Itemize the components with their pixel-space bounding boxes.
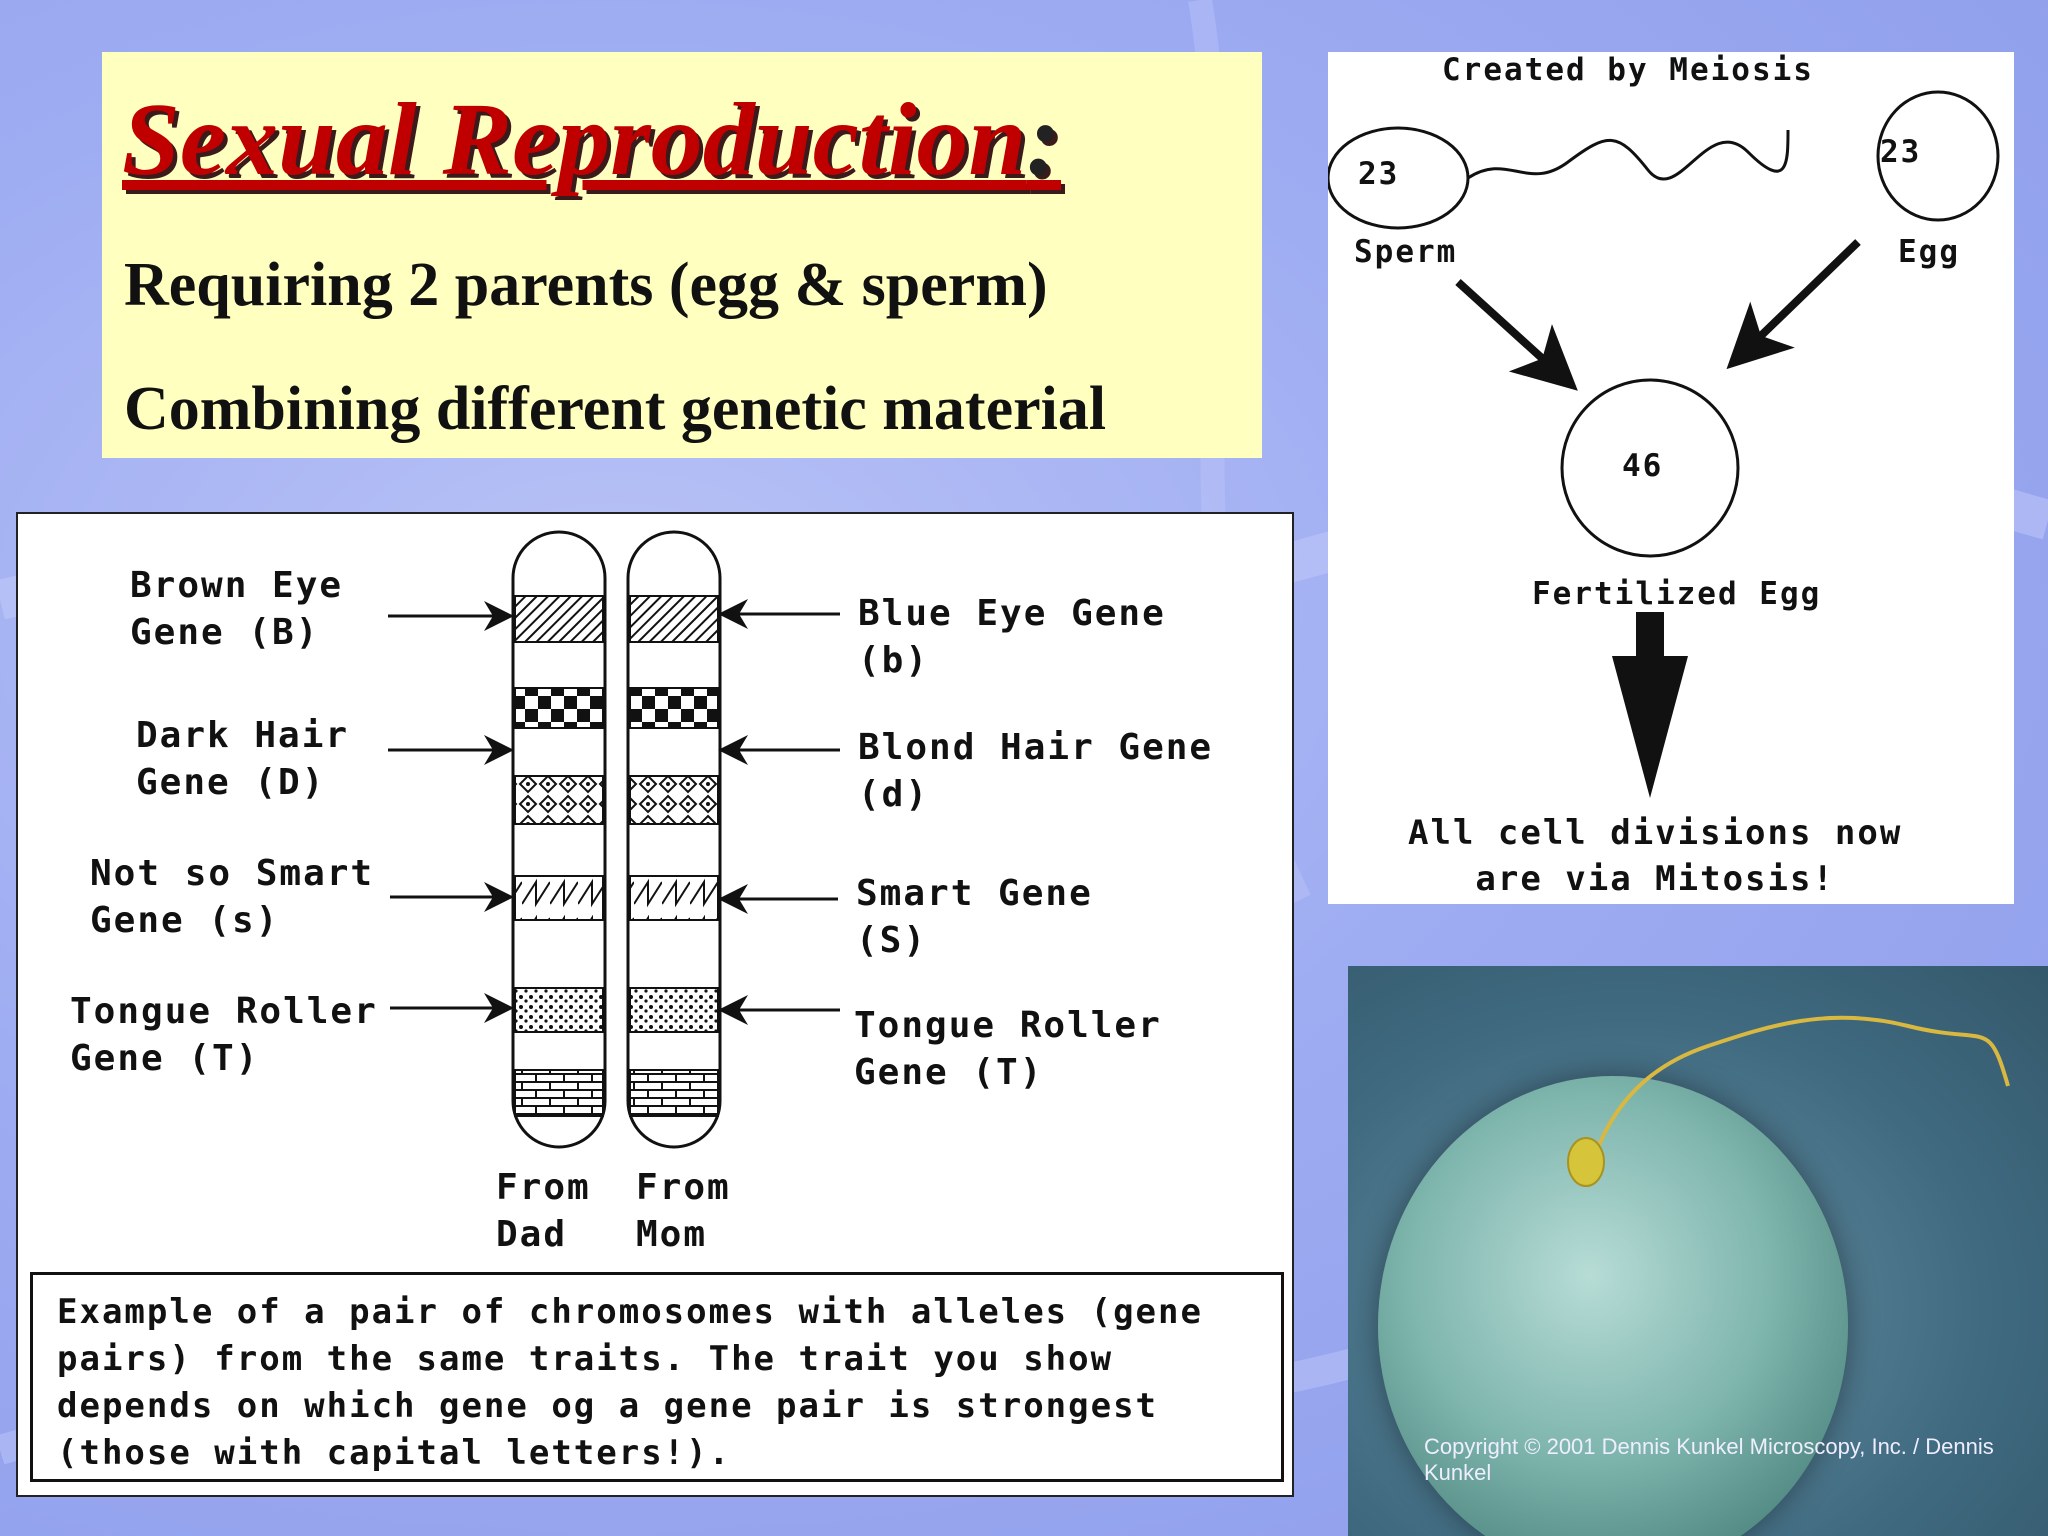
zygote-number: 46 <box>1622 448 1664 484</box>
meiosis-diagram <box>1328 90 2000 798</box>
egg-cell-photo <box>1378 1076 1848 1536</box>
egg-label: Egg <box>1898 234 1960 270</box>
bullet-two-parents: Requiring 2 parents (egg & sperm) <box>124 251 1048 319</box>
bullet-genetic-material: Combining different genetic material <box>124 375 1107 443</box>
mitosis-arrow-head <box>1612 656 1688 798</box>
left-arrows <box>388 601 514 1023</box>
slide-title-text: Sexual Reproduction <box>122 82 1027 197</box>
right-arrows <box>718 599 840 1025</box>
gene-label-not-so-smart: Not so Smart Gene (s) <box>90 853 375 941</box>
gene-label-tongue-roller-mom: Tongue Roller Gene (T) <box>854 1005 1162 1093</box>
sperm-label: Sperm <box>1354 234 1458 270</box>
gene-label-dark-hair: Dark Hair Gene (D) <box>136 715 350 803</box>
gene-label-brown-eye: Brown Eye Gene (B) <box>130 565 344 653</box>
meiosis-diagram-panel: Created by Meiosis 23 23 Sperm Egg 46 Fe… <box>1328 52 2014 904</box>
egg-number: 23 <box>1880 134 1922 170</box>
photo-copyright: Copyright © 2001 Dennis Kunkel Microscop… <box>1424 1434 1994 1485</box>
slide-title: Sexual Reproduction: <box>122 80 1061 199</box>
gene-label-blue-eye: Blue Eye Gene (b) <box>858 593 1166 681</box>
chromosome-diagram-panel: Brown Eye Gene (B) Dark Hair Gene (D) No… <box>16 512 1294 1497</box>
sperm-tail <box>1467 129 1790 181</box>
from-mom-label: From Mom <box>636 1167 731 1255</box>
chromosome-diagram <box>388 530 840 1149</box>
egg-arrow <box>1726 239 1861 370</box>
caption-box: Example of a pair of chromosomes with al… <box>30 1272 1284 1482</box>
mom-chromosome <box>626 530 722 1149</box>
title-box: Sexual Reproduction: Requiring 2 parents… <box>102 52 1262 458</box>
slide-title-colon: : <box>1026 82 1062 197</box>
gene-label-blond-hair: Blond Hair Gene (d) <box>858 727 1214 815</box>
caption-text: Example of a pair of chromosomes with al… <box>57 1292 1203 1473</box>
gene-label-tongue-roller-dad: Tongue Roller Gene (T) <box>70 991 378 1079</box>
gene-label-smart: Smart Gene (S) <box>856 873 1093 961</box>
sperm-photo <box>1567 1015 2010 1187</box>
sperm-number: 23 <box>1358 156 1400 192</box>
mitosis-note: All cell divisions now are via Mitosis! <box>1408 813 1903 899</box>
from-dad-label: From Dad <box>496 1167 591 1255</box>
dad-chromosome <box>511 530 607 1149</box>
fertilized-egg-label: Fertilized Egg <box>1532 576 1822 612</box>
meiosis-header: Created by Meiosis <box>1442 52 1814 88</box>
sperm-arrow <box>1455 279 1578 391</box>
fertilized-egg-cell <box>1560 378 1740 558</box>
egg-cell <box>1876 90 2000 222</box>
fertilization-micrograph: Copyright © 2001 Dennis Kunkel Microscop… <box>1348 966 2048 1536</box>
